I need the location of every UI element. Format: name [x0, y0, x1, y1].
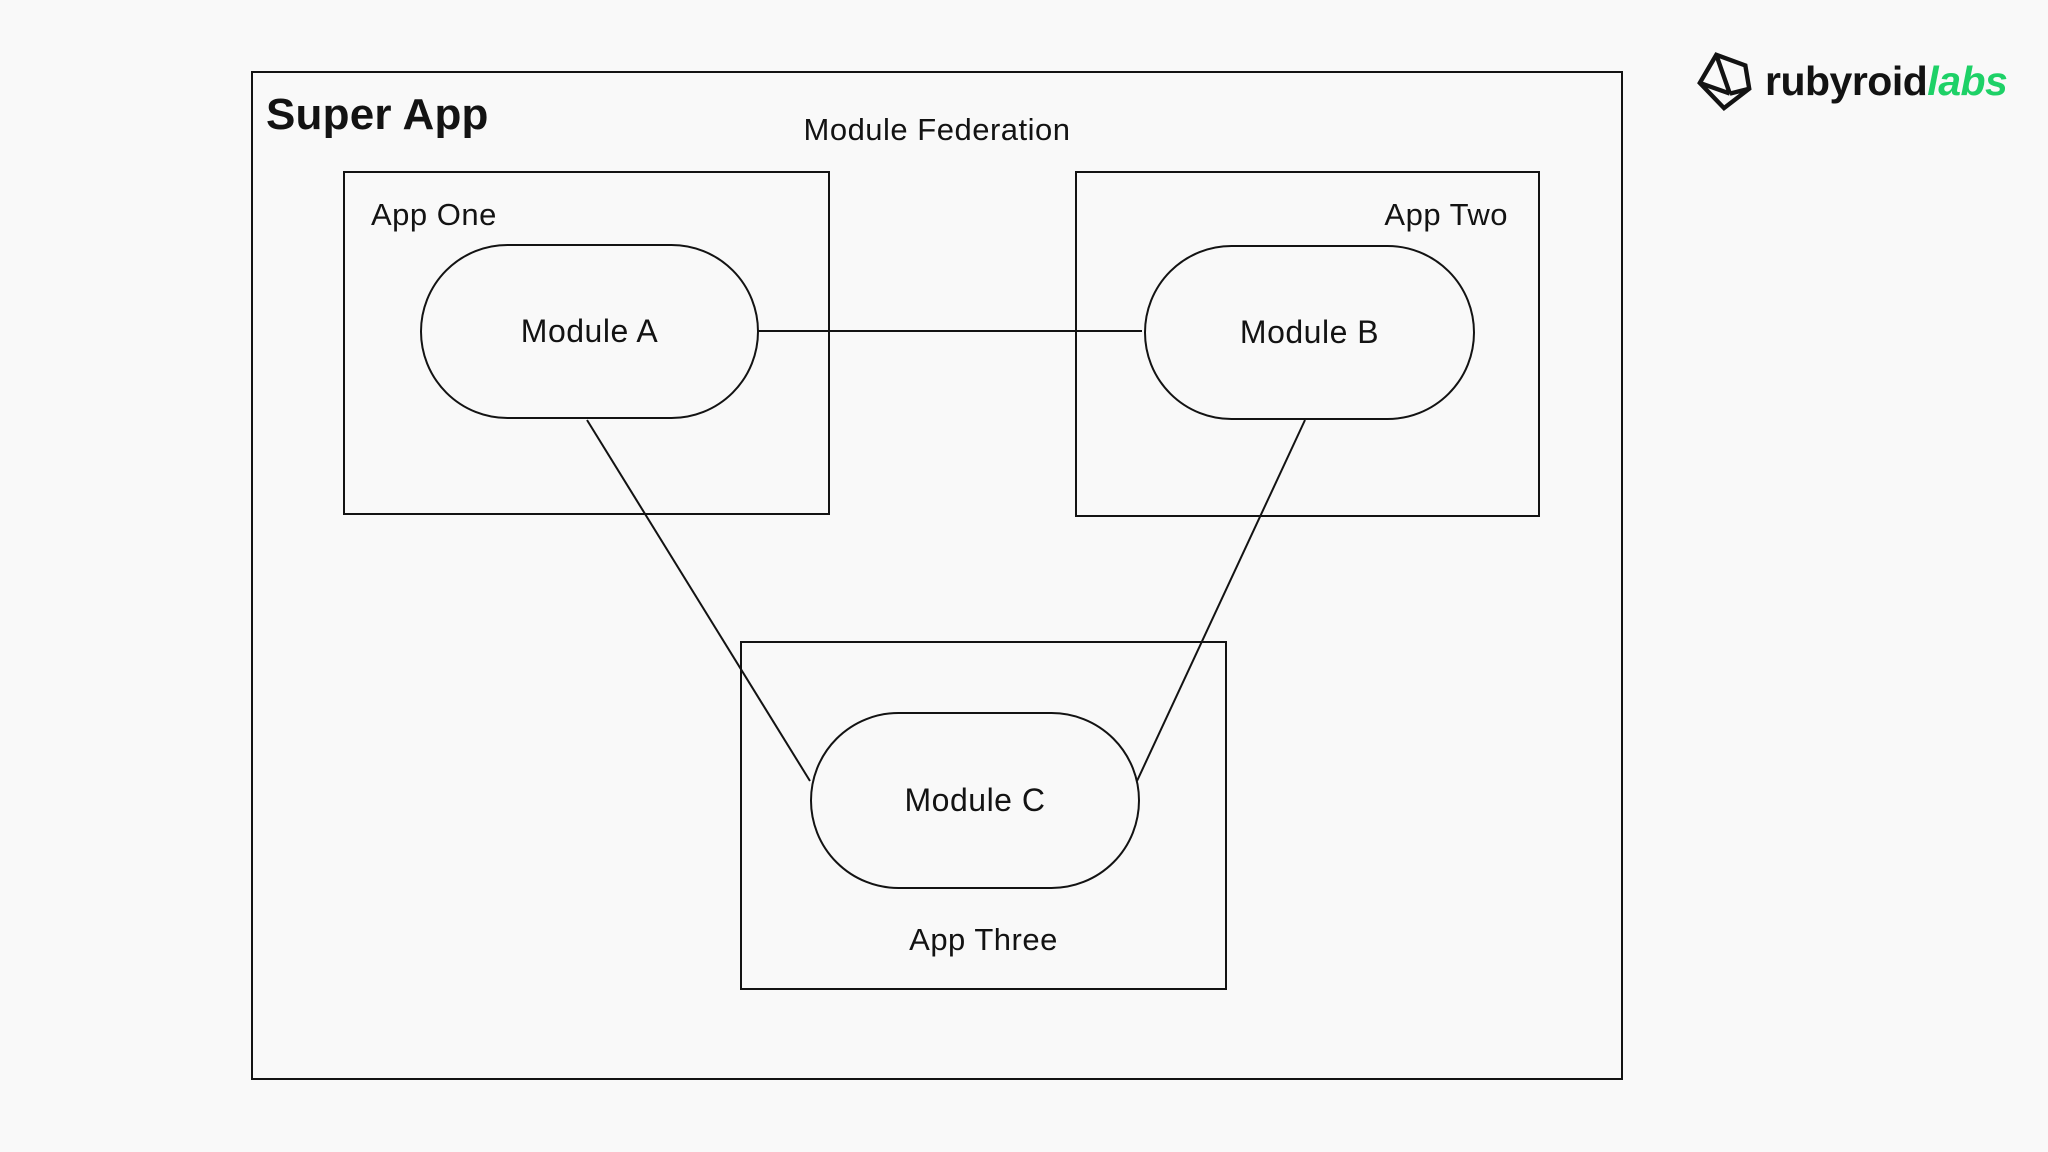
- module-c-label: Module C: [904, 782, 1046, 818]
- app-one-label: App One: [371, 197, 497, 232]
- app-three-label: App Three: [909, 922, 1058, 957]
- module-b-node: Module B: [1144, 245, 1475, 420]
- logo-brand-text: rubyroid: [1765, 57, 1928, 104]
- module-a-label: Module A: [520, 313, 659, 349]
- app-two-label: App Two: [1384, 197, 1508, 232]
- app-two-container: App Two Module B: [1075, 171, 1540, 517]
- logo-wordmark: rubyroidlabs: [1765, 57, 2008, 105]
- module-a-node: Module A: [420, 244, 759, 419]
- app-three-container: Module C App Three: [740, 641, 1227, 990]
- logo-suffix-text: labs: [1927, 57, 2008, 104]
- module-federation-caption: Module Federation: [803, 112, 1071, 147]
- super-app-container: [251, 71, 1623, 1080]
- module-b-label: Module B: [1239, 314, 1380, 350]
- super-app-title: Super App: [266, 90, 489, 139]
- module-c-node: Module C: [810, 712, 1140, 889]
- rubyroidlabs-logo: rubyroidlabs: [1694, 50, 2008, 112]
- app-one-container: App One Module A: [343, 171, 830, 515]
- gem-icon: [1694, 50, 1756, 112]
